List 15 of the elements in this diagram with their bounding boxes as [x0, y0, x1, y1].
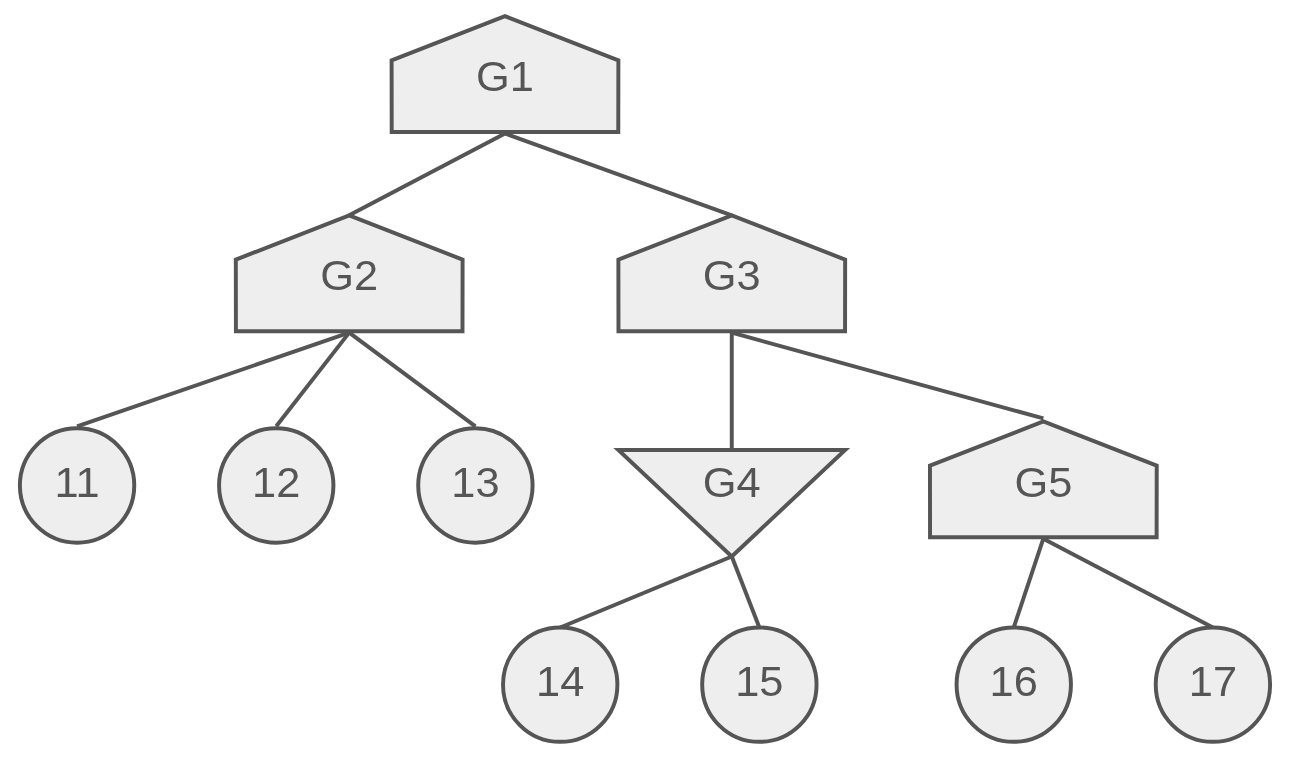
connector [729, 332, 734, 448]
node-circle: 13 [416, 426, 535, 545]
node-circle: 12 [217, 426, 336, 545]
node-circle: 15 [700, 625, 819, 744]
connector [504, 131, 733, 218]
node-circle: 17 [1153, 625, 1273, 744]
node-circle: 16 [954, 625, 1073, 744]
node-circle: 14 [501, 625, 620, 744]
node-circle: 11 [17, 426, 137, 545]
connector [348, 331, 477, 428]
connector [731, 330, 1044, 421]
connector [348, 131, 506, 218]
connector [729, 555, 762, 629]
connector [1011, 538, 1046, 629]
connector [76, 330, 350, 429]
